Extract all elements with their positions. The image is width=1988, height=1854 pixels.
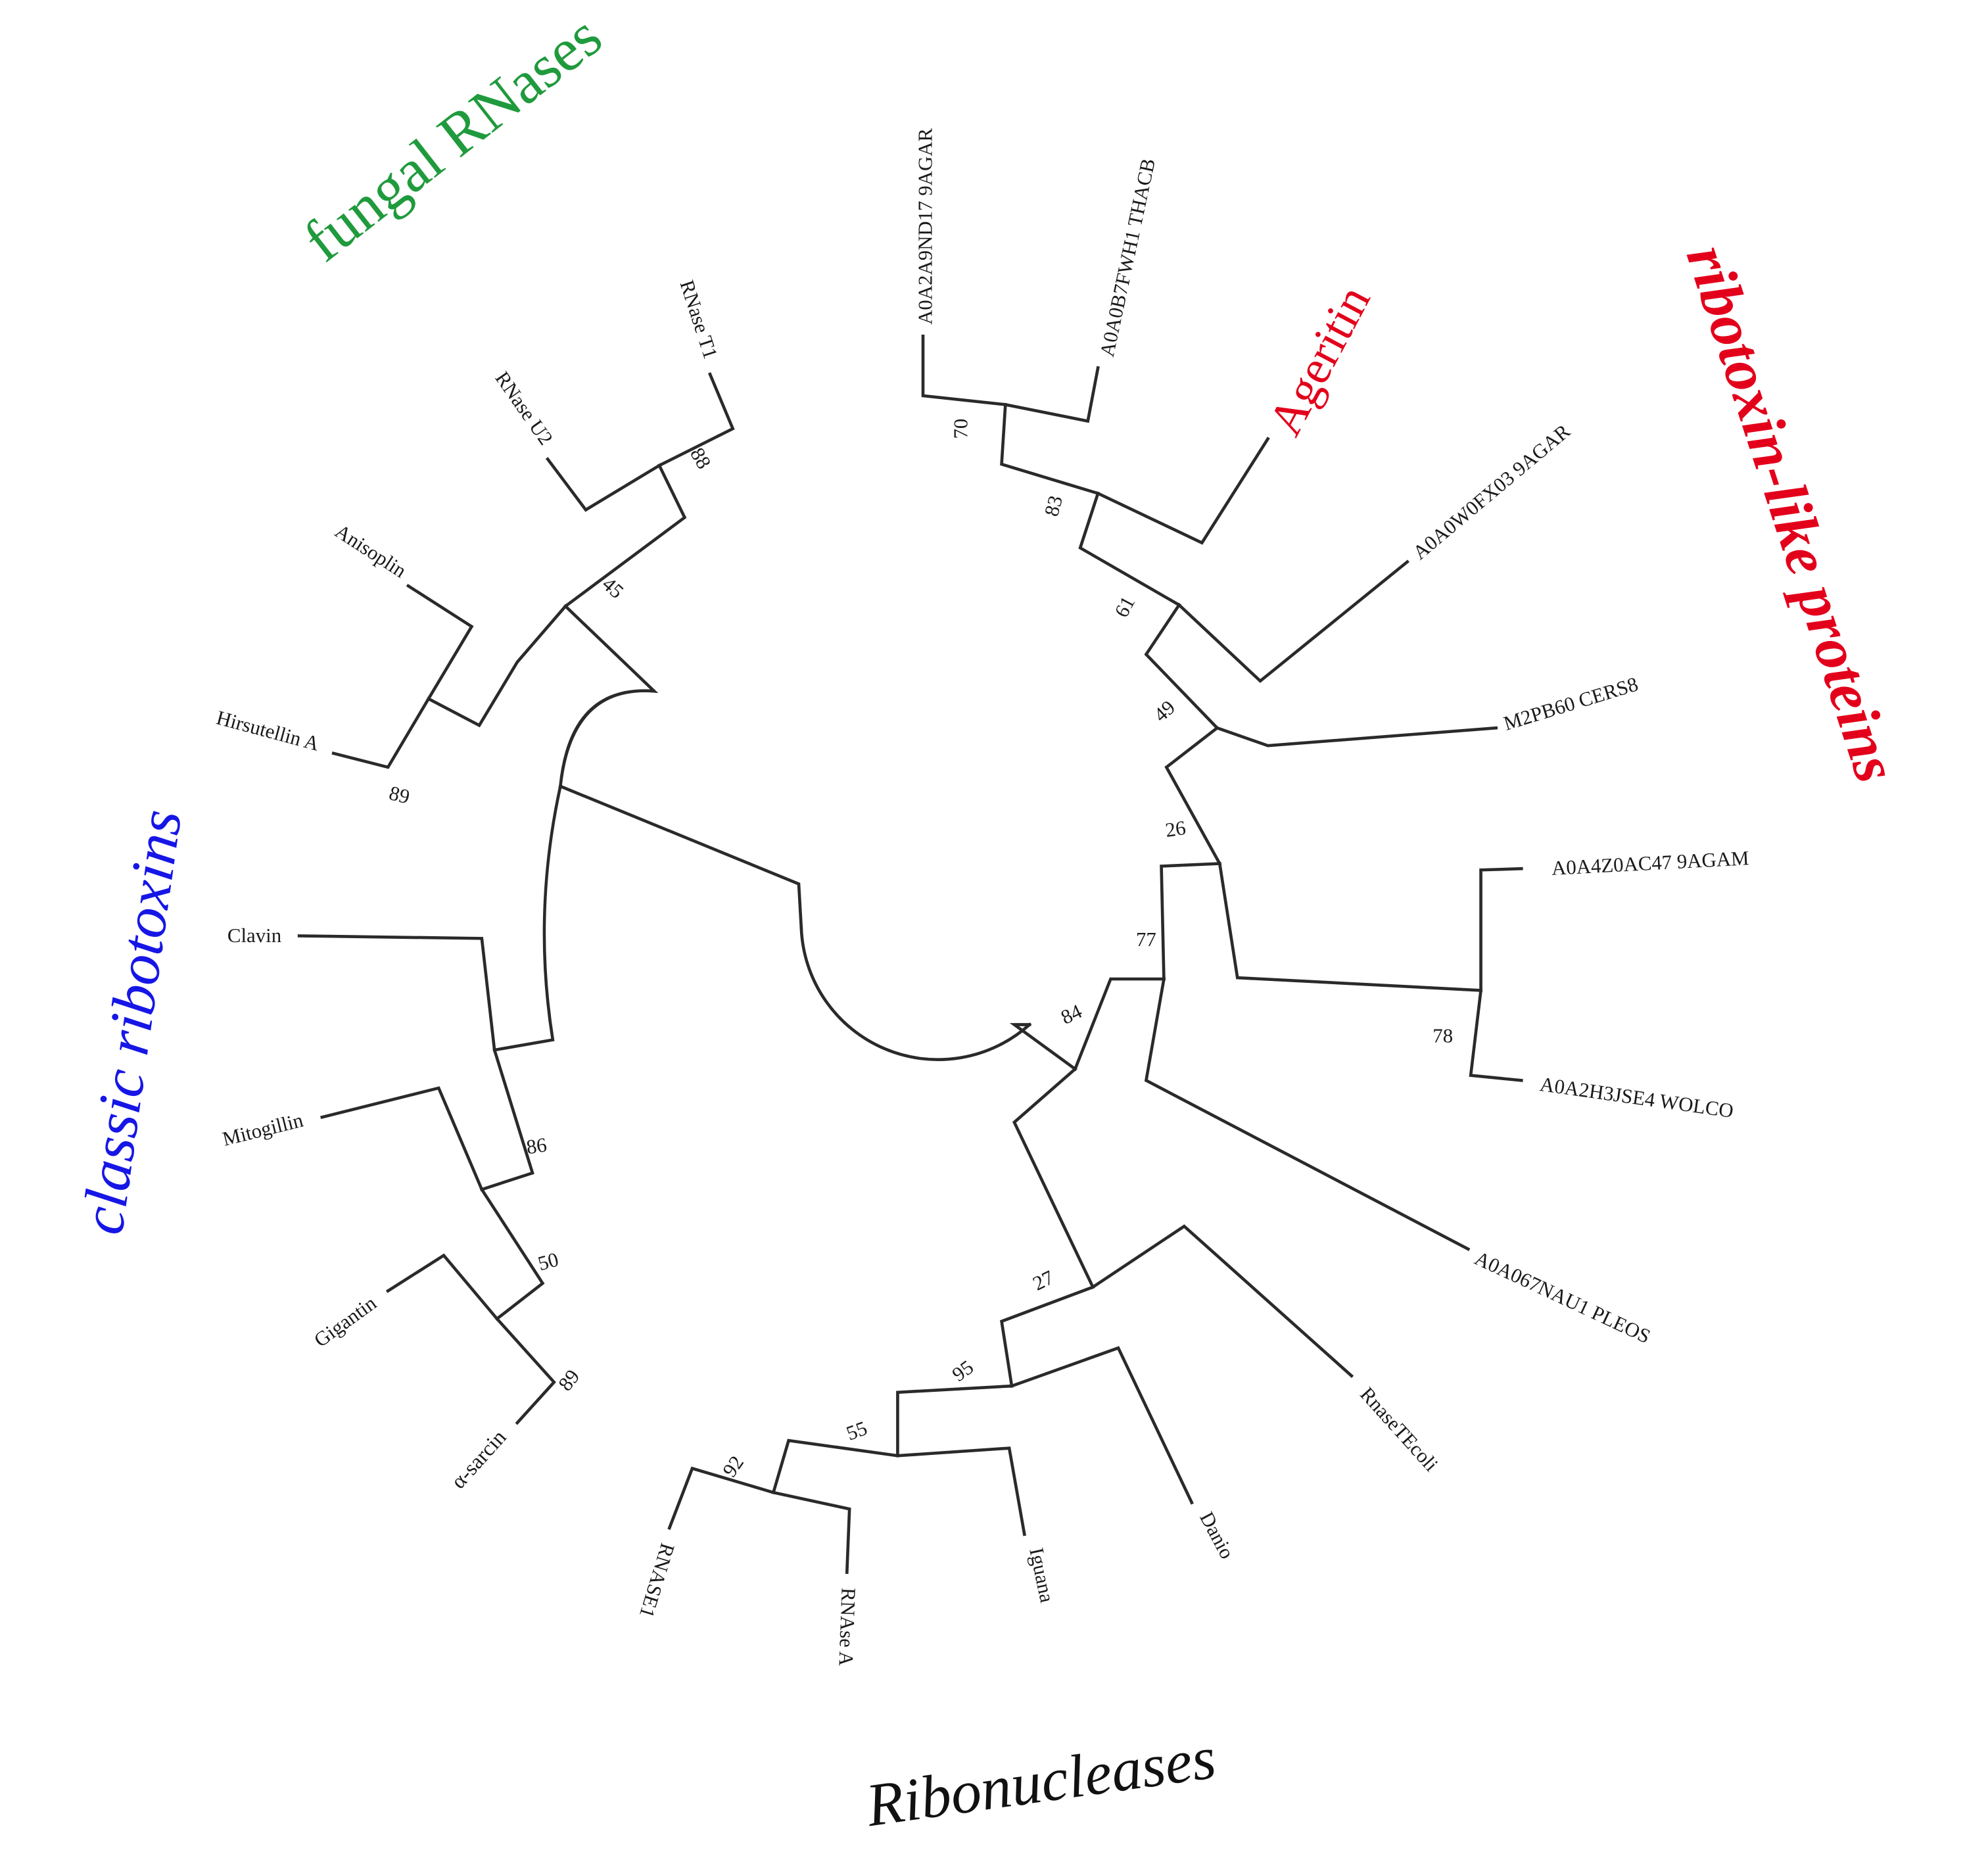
branch-gigantin	[385, 1253, 500, 1321]
bootstrap-89a: 89	[387, 782, 412, 808]
branch-iguana	[895, 1446, 1026, 1536]
branch-92	[771, 1438, 900, 1495]
leaf-hirsutellin: Hirsutellin A	[214, 706, 322, 755]
leaf-labels: RNase T1 RNase U2 Anisoplin Hirsutellin …	[214, 128, 1750, 1667]
branch-danio	[1010, 1346, 1194, 1505]
bootstrap-89b: 89	[554, 1366, 584, 1395]
branch-w0fx03	[1177, 559, 1409, 683]
branch-rnase1	[667, 1466, 776, 1531]
branch-mitogillin	[320, 1086, 484, 1192]
leaf-rnase-u2: RNase U2	[490, 368, 557, 449]
branch-61	[1078, 491, 1181, 607]
leaf-iguana: Iguana	[1025, 1546, 1058, 1604]
branch-84	[1073, 977, 1166, 1072]
bootstrap-78: 78	[1432, 1025, 1453, 1047]
branch-50	[479, 1187, 545, 1321]
branch-t1	[657, 372, 735, 468]
bootstrap-26: 26	[1164, 817, 1187, 842]
leaf-a0a2a9nd17: A0A2A9ND17 9AGAR	[914, 128, 937, 324]
branch-55	[896, 1384, 1014, 1458]
bootstrap-83: 83	[1040, 493, 1067, 519]
branch-clavin	[297, 934, 496, 1052]
leaf-m2pb60: M2PB60 CERS8	[1501, 673, 1640, 734]
bootstrap-77: 77	[1136, 928, 1156, 951]
bootstrap-50: 50	[536, 1248, 561, 1275]
branch-m2pb60	[1215, 726, 1498, 748]
leaf-alpha-sarcin: α-sarcin	[446, 1425, 511, 1493]
group-ageritin: Ageritin	[1258, 277, 1381, 444]
group-ribonucleases: Ribonucleases	[862, 1724, 1220, 1840]
bootstrap-70: 70	[950, 419, 972, 439]
leaf-danio: Danio	[1195, 1508, 1238, 1563]
branch-sarcin	[494, 1316, 556, 1425]
leaf-rnase-t1: RNase T1	[675, 277, 722, 362]
branch-ecoli	[1091, 1224, 1354, 1378]
clade-left-lower	[492, 784, 563, 1052]
leaf-rnasetecoli: RnaseTEcoli	[1356, 1383, 1442, 1476]
bootstrap-88: 88	[686, 444, 715, 473]
branch-fwh1	[1003, 366, 1100, 423]
leaf-rnase1: RNASE1	[635, 1540, 679, 1620]
branch-ageritin	[1096, 437, 1270, 545]
leaf-rnase-a: RNAse A	[834, 1588, 859, 1667]
leaf-a0a0b7fwh1: A0A0B7FWH1 THACB	[1096, 156, 1160, 358]
branch-26	[1164, 725, 1222, 866]
branch-nd17	[921, 334, 1007, 406]
root-stem-right	[1009, 1023, 1077, 1072]
group-fungal-rnases: fungal RNases	[292, 3, 614, 275]
leaf-anisoplin: Anisoplin	[331, 520, 411, 582]
bootstrap-49: 49	[1150, 696, 1180, 726]
clade-left-arc	[558, 604, 659, 788]
leaf-a0a2h3jse4: A0A2H3JSE4 WOLCO	[1538, 1073, 1735, 1122]
leaf-mitogillin: Mitogillin	[220, 1109, 306, 1151]
branch-83	[1000, 402, 1100, 496]
branch-anisoplin	[406, 584, 474, 701]
branch-89a	[426, 604, 568, 728]
branch-77	[1160, 862, 1221, 981]
leaf-clavin: Clavin	[227, 924, 281, 947]
branch-ac47	[1479, 867, 1523, 992]
branch-u2	[545, 457, 662, 512]
bootstrap-84: 84	[1058, 1000, 1085, 1029]
leaf-gigantin: Gigantin	[310, 1292, 381, 1352]
tree-branches	[297, 334, 1523, 1575]
branch-78	[1218, 861, 1483, 992]
group-classic-ribotoxins: classic ribotoxins	[69, 805, 195, 1238]
branch-86	[479, 1048, 534, 1192]
bootstrap-86: 86	[525, 1133, 548, 1158]
group-ribotoxin-like: ribotoxin-like proteins	[1673, 237, 1910, 790]
root-arc	[799, 926, 1032, 1062]
bootstrap-27: 27	[1030, 1266, 1058, 1295]
branch-pleos	[1144, 977, 1471, 1251]
branch-hirsutellin	[331, 696, 431, 769]
branch-rnasea	[771, 1490, 851, 1575]
branch-95	[999, 1285, 1095, 1388]
branch-jse4	[1469, 988, 1523, 1082]
leaf-a0a067nau1: A0A067NAU1 PLEOS	[1471, 1247, 1654, 1348]
root-stem-classic	[558, 784, 803, 930]
leaf-a0a4z0ac47: A0A4Z0AC47 9AGAM	[1551, 847, 1749, 880]
bootstrap-55: 55	[843, 1417, 870, 1444]
branch-27	[1012, 1066, 1095, 1289]
bootstrap-95: 95	[948, 1356, 978, 1386]
bootstrap-61: 61	[1110, 592, 1140, 621]
leaf-a0a0w0fx03: A0A0W0FX03 9AGAR	[1409, 419, 1575, 564]
branch-49	[1144, 602, 1219, 730]
branch-45	[563, 463, 687, 609]
group-labels: fungal RNases Ageritin ribotoxin-like pr…	[69, 3, 1910, 1840]
